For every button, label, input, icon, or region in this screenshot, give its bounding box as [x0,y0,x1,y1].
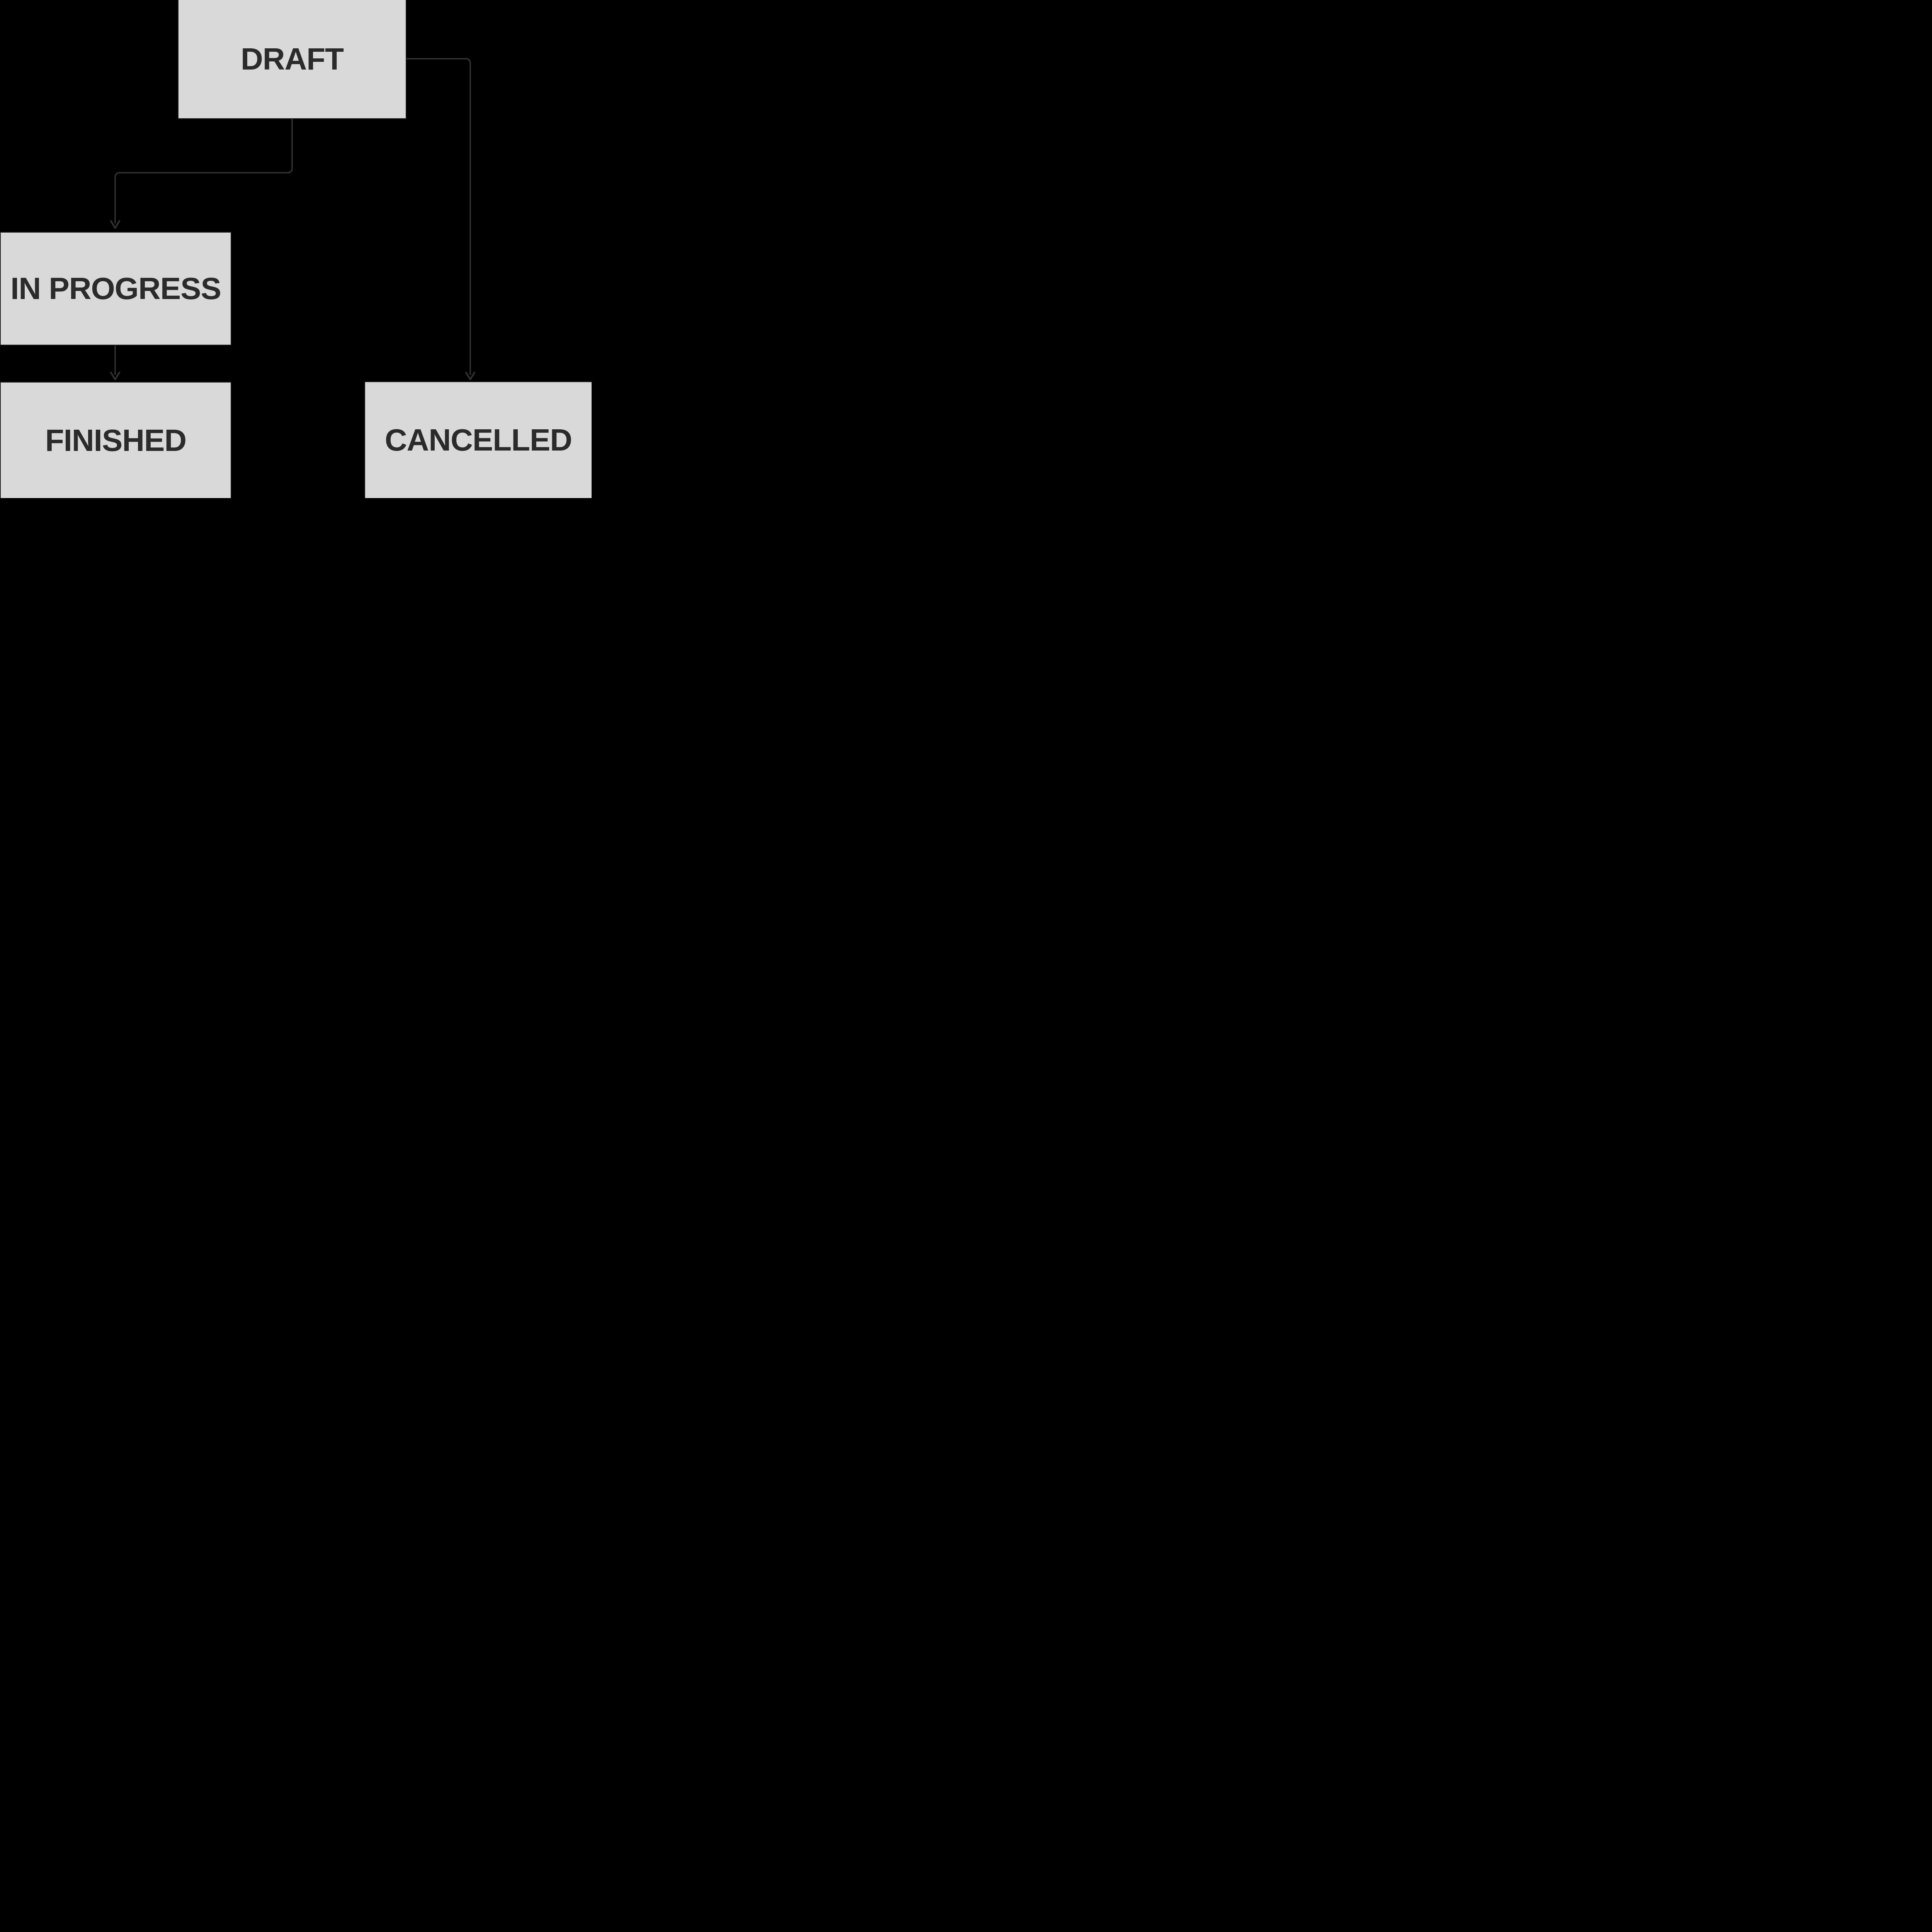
node-draft-label: DRAFT [240,42,344,76]
node-finished: FINISHED [0,382,231,498]
node-in-progress-label: IN PROGRESS [10,271,221,306]
edge-draft-to-in-progress [110,119,293,229]
arrowhead-in-progress [110,220,120,229]
node-finished-label: FINISHED [45,423,187,457]
node-cancelled-label: CANCELLED [384,423,572,457]
flowchart-canvas: DRAFT IN PROGRESS FINISHED CANCELLED [0,0,592,498]
node-draft: DRAFT [178,0,406,119]
edge-draft-to-cancelled [406,58,475,380]
edge-in-progress-to-finished [110,345,120,380]
node-cancelled: CANCELLED [364,381,592,498]
arrowhead-cancelled [465,372,475,380]
node-in-progress: IN PROGRESS [0,232,231,345]
arrowhead-finished [110,372,120,380]
